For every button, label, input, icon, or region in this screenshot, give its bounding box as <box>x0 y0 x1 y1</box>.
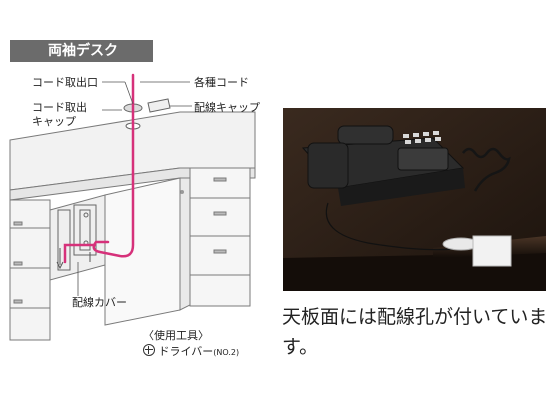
tools-item: ドライバー(NO.2) <box>143 344 253 361</box>
desk-outline <box>9 111 256 341</box>
cords-label: 各種コード <box>194 76 249 89</box>
cord-outlet-cap-label-line2: キャップ <box>32 115 76 128</box>
cord-line <box>63 73 135 264</box>
section-title: 両袖デスク <box>10 40 153 62</box>
tools-box: 〈使用工具〉 ドライバー(NO.2) <box>143 328 253 368</box>
direction-arrows <box>56 248 91 270</box>
desk-phone-photo <box>283 108 546 291</box>
plus-screwdriver-icon <box>143 344 155 356</box>
cord-outlet-label: コード取出口 <box>32 76 98 89</box>
photo-caption: 天板面には配線孔が付いています。 <box>282 306 548 358</box>
tools-item-note: (NO.2) <box>213 348 240 357</box>
wiring-cap-label: 配線キャップ <box>194 101 260 114</box>
wiring-cover-label: 配線カバー <box>72 296 127 309</box>
leader-lines <box>77 81 192 296</box>
tools-heading: 〈使用工具〉 <box>143 329 209 342</box>
cord-outlet-cap-label-line1: コード取出 <box>32 101 87 114</box>
wiring-cover-parts <box>57 204 97 271</box>
photo-illustration <box>283 108 546 291</box>
tools-item-label: ドライバー <box>158 345 214 358</box>
cord-cap-parts <box>123 98 171 130</box>
